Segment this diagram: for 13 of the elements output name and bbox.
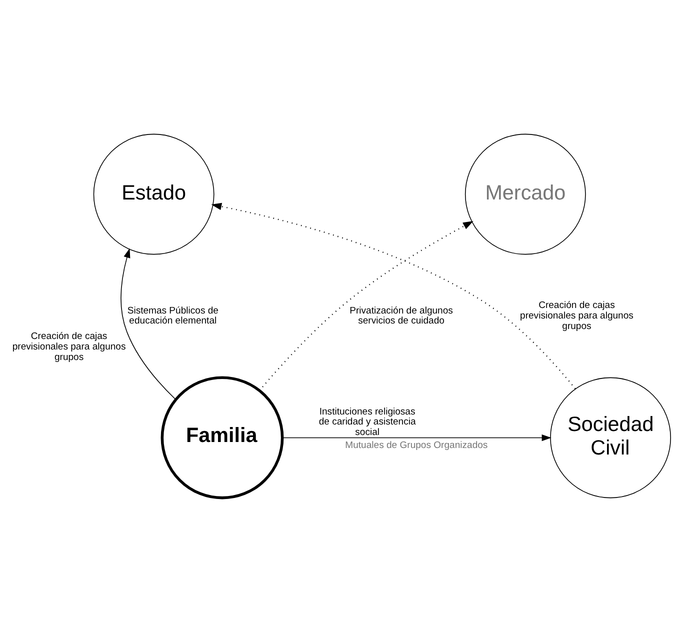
node-circle: Estado [93,134,214,255]
edge-label: Mutuales de Grupos Organizados [345,440,488,451]
label: Creación de cajas previsionales para algunos grupos [12,331,126,363]
edge-label: Creación de cajas previsionales para algunos grupos [520,300,634,332]
edge-label: Privatización de algunos servicios de cuidado [350,305,453,327]
node-circle: Mercado [464,134,586,255]
node-circle: Sociedad Civil [550,377,672,498]
node-circle: Familia [160,376,284,500]
label: Instituciones religiosas de caridad y asistencia social [318,406,416,438]
arrow [282,434,552,442]
edge-label: Sistemas Públicos de educación elemental [127,305,218,327]
arrow [120,248,176,400]
arrow [211,202,576,390]
